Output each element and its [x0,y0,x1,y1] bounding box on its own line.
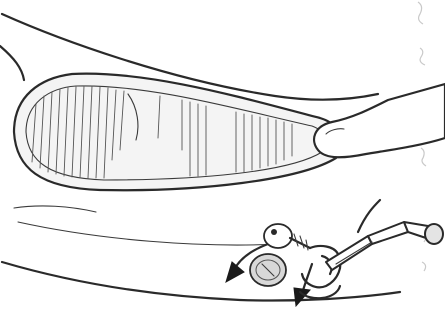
screwdriver-icon [326,200,443,270]
lens-icon [14,74,342,191]
screw-icon [250,254,286,286]
finger-icon [314,84,445,157]
lens [14,74,342,191]
